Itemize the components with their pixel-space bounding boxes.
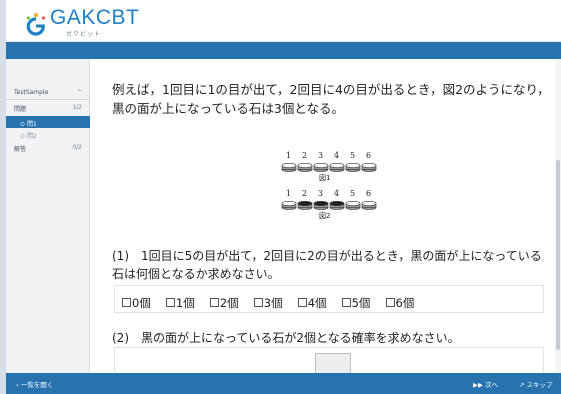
- figure-number: 3: [318, 151, 324, 160]
- next-icon: ▶▶: [473, 381, 483, 389]
- figure2-caption: 図2: [319, 212, 331, 220]
- checkbox[interactable]: [341, 298, 351, 307]
- figure-number: 2: [302, 189, 308, 198]
- figure-number: 1: [286, 189, 292, 198]
- open-list-button[interactable]: ‹ 一覧を開く: [16, 379, 53, 389]
- white-stone: [361, 162, 377, 172]
- figure-number: 5: [350, 189, 356, 198]
- test-name: TestSample: [14, 89, 49, 96]
- checkbox[interactable]: [165, 298, 175, 307]
- white-stone: [345, 162, 361, 172]
- option-4[interactable]: 4個: [297, 295, 327, 311]
- sidebar-item-q2[interactable]: ⊙ 問2: [6, 128, 90, 140]
- logo-subtext: ガクビット: [66, 31, 102, 38]
- option-0[interactable]: 0個: [122, 295, 151, 311]
- skip-button[interactable]: ↗ スキップ: [519, 379, 553, 389]
- answer-options: 0個 1個 2個 3個 4個 5個 6個: [114, 285, 544, 313]
- sidebar: TestSample ^ 問題 1/2 ⊙ 問1 ⊙ 問2 解答 0/2: [6, 59, 90, 373]
- black-stone: [329, 200, 345, 210]
- figure-number: 6: [366, 151, 372, 160]
- white-stone: [297, 162, 313, 172]
- answers-label: 解答: [14, 146, 27, 153]
- black-stone: [313, 200, 329, 210]
- question-text: 例えば，1回目に1の目が出て，2回目に4の目が出るとき，図2のようになり，黒の面…: [112, 82, 550, 116]
- answer-area: [114, 347, 544, 373]
- white-stone: [329, 162, 345, 172]
- option-3[interactable]: 3個: [253, 295, 283, 311]
- checkbox[interactable]: [253, 298, 263, 307]
- white-stone: [281, 162, 297, 172]
- figure1-caption: 図1: [319, 174, 331, 182]
- logo-text: GAKCBT: [50, 6, 140, 29]
- black-stone: [297, 200, 313, 210]
- figure-number: 4: [334, 189, 340, 198]
- option-label: 4個: [307, 295, 327, 310]
- white-stone: [361, 200, 377, 210]
- skip-icon: ↗: [519, 381, 525, 389]
- sidebar-item-label: 問1: [26, 121, 37, 128]
- sidebar-item-q1[interactable]: ⊙ 問1: [6, 116, 90, 128]
- figure1-stones: [281, 162, 377, 172]
- questions-label: 問題: [14, 106, 27, 113]
- sidebar-item-label: 問2: [26, 133, 37, 140]
- questions-count: 1/2: [72, 104, 82, 111]
- subquestion-2: (2) 黒の面が上になっている石が2個となる確率を求めなさい。: [112, 331, 460, 345]
- option-label: 5個: [351, 295, 371, 310]
- open-list-label: 一覧を開く: [20, 381, 54, 389]
- top-navbar: [6, 42, 561, 59]
- scrollbar-thumb[interactable]: [556, 160, 560, 350]
- clock-icon: ⊙: [20, 133, 26, 140]
- checkbox[interactable]: [297, 298, 307, 307]
- figure-number: 5: [350, 151, 356, 160]
- option-label: 0個: [132, 295, 151, 310]
- chevron-left-icon: ‹: [16, 381, 19, 389]
- figure-number: 6: [366, 189, 372, 198]
- collapse-icon[interactable]: ^: [76, 89, 82, 96]
- figure-number: 1: [286, 151, 292, 160]
- clock-icon: ⊙: [20, 121, 26, 128]
- logo-icon: [26, 12, 46, 36]
- question-panel: 例えば，1回目に1の目が出て，2回目に4の目が出るとき，図2のようになり，黒の面…: [92, 59, 553, 373]
- skip-label: スキップ: [526, 381, 553, 389]
- stone-figure: 1 2 3 4 5 6 図1 1 2 3 4 5 6 図2: [262, 151, 382, 226]
- next-label: 次へ: [485, 381, 499, 389]
- figure-number: 2: [302, 151, 308, 160]
- checkbox[interactable]: [122, 298, 131, 307]
- option-label: 1個: [175, 295, 195, 310]
- white-stone: [313, 162, 329, 172]
- sidebar-test-header[interactable]: TestSample ^: [6, 86, 90, 100]
- option-label: 2個: [219, 295, 239, 310]
- header: GAKCBT ガクビット: [6, 0, 561, 42]
- answer-input[interactable]: [315, 353, 351, 373]
- option-6[interactable]: 6個: [385, 295, 415, 311]
- option-label: 6個: [395, 295, 415, 310]
- white-stone: [281, 200, 297, 210]
- answers-count: 0/2: [72, 144, 82, 151]
- subquestion-1: (1) 1回目に5の目が出て，2回目に2の目が出るとき，黒の面が上になっている石…: [112, 249, 542, 281]
- sidebar-questions-header: 問題 1/2: [6, 101, 90, 115]
- figure-number: 3: [318, 189, 324, 198]
- option-label: 3個: [263, 295, 283, 310]
- option-1[interactable]: 1個: [165, 295, 195, 311]
- checkbox[interactable]: [209, 298, 219, 307]
- figure2-stones: [281, 200, 377, 210]
- checkbox[interactable]: [385, 298, 395, 307]
- figure-number: 4: [334, 151, 340, 160]
- option-5[interactable]: 5個: [341, 295, 371, 311]
- option-2[interactable]: 2個: [209, 295, 239, 311]
- sidebar-answers-header[interactable]: 解答 0/2: [6, 141, 90, 155]
- footer-bar: ‹ 一覧を開く ▶▶ 次へ ↗ スキップ: [6, 373, 561, 394]
- white-stone: [345, 200, 361, 210]
- next-button[interactable]: ▶▶ 次へ: [473, 379, 498, 389]
- app-window: GAKCBT ガクビット TestSample ^ 問題 1/2 ⊙ 問1 ⊙ …: [6, 0, 561, 394]
